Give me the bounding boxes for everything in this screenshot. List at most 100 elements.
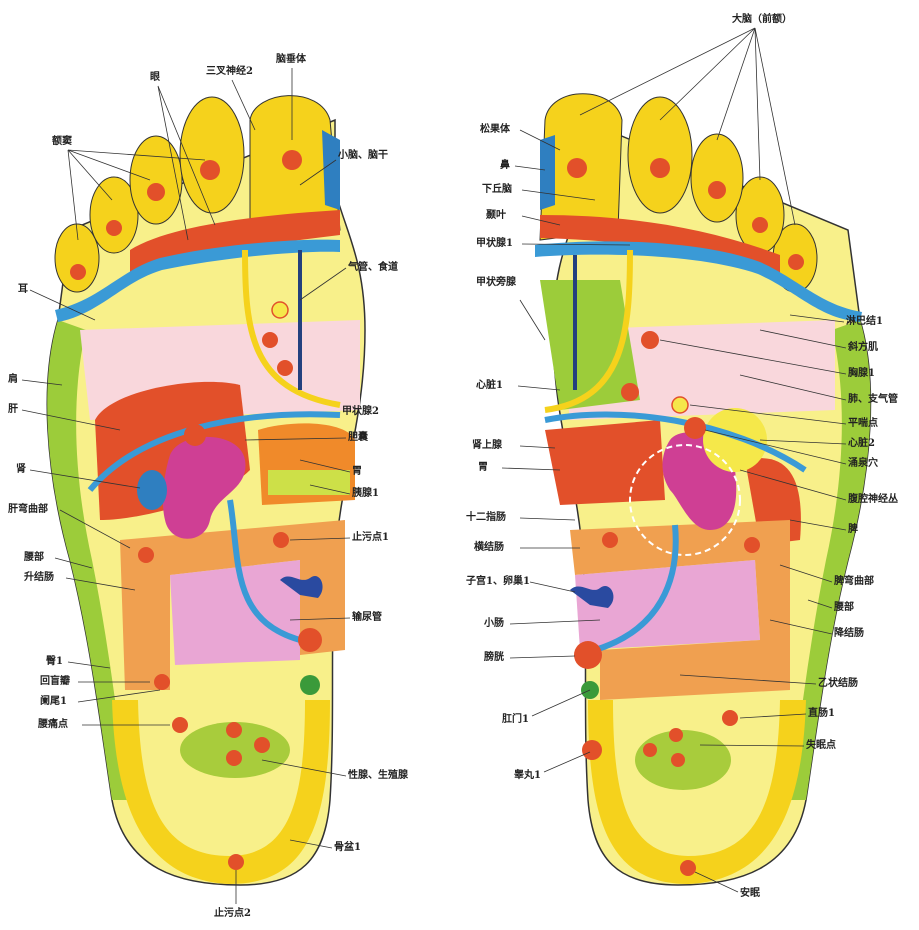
left-blue-band — [55, 239, 340, 322]
right-dot-16 — [671, 753, 685, 767]
label-pituitary: 脑垂体 — [276, 52, 307, 65]
right-solar-plexus — [703, 408, 767, 472]
label-thyroid1: 甲状腺1 — [476, 236, 513, 249]
right-dot-19 — [671, 396, 689, 414]
label-spleen: 脾 — [848, 522, 858, 535]
right-outer-edge — [790, 320, 871, 800]
left-dot-19 — [271, 301, 289, 319]
right-dot-15 — [669, 728, 683, 742]
label-stomach-r: 胃 — [478, 461, 488, 473]
label-ascending-colon: 升结肠 — [24, 570, 54, 583]
right-labels: 大脑（前额） 松果体 鼻 下丘脑 颞叶 甲状腺1 甲状旁腺 心脏1 肾上腺 胃 … — [466, 12, 898, 899]
right-dot-10 — [744, 537, 760, 553]
label-solar: 腹腔神经丛 — [848, 492, 898, 505]
label-hepatic-flexure: 肝弯曲部 — [8, 502, 48, 515]
label-pancreas: 胰腺1 — [352, 486, 379, 499]
left-outer-edge — [47, 320, 128, 800]
label-sleep: 安眠 — [740, 886, 760, 899]
left-toe-base — [130, 210, 340, 275]
left-pancreas — [268, 470, 350, 495]
right-big-toe-edge — [540, 135, 555, 210]
label-trapezius: 斜方肌 — [847, 340, 878, 353]
right-urinary-tube — [594, 524, 679, 653]
left-toe-3 — [129, 135, 183, 225]
label-pineal: 松果体 — [480, 122, 511, 135]
left-dot-11 — [226, 722, 242, 738]
right-blue-band — [535, 241, 862, 322]
label-descending-colon: 降结肠 — [834, 626, 864, 639]
label-heart2: 心脏2 — [848, 436, 875, 449]
right-dot-4 — [752, 217, 768, 233]
label-uterus: 子宫1、卵巢1 — [466, 574, 530, 587]
right-stomach — [545, 420, 665, 505]
left-dot-13 — [226, 750, 242, 766]
right-yongquan-ring — [629, 444, 741, 556]
label-shoulder: 肩 — [8, 372, 18, 385]
left-dot-6 — [184, 424, 206, 446]
label-heart: 心脏1 — [476, 378, 503, 391]
label-brain: 大脑（前额） — [732, 12, 792, 25]
label-ileocecal: 回盲瓣 — [40, 674, 70, 687]
label-splenic-flexure: 脾弯曲部 — [834, 574, 874, 587]
label-waist: 腰部 — [23, 550, 44, 563]
label-small-intestine: 止污点1 — [352, 530, 389, 543]
label-urinary-tube: 输尿管 — [352, 610, 382, 623]
label-adrenal: 肾上腺 — [472, 438, 503, 451]
right-dot-13 — [722, 710, 738, 726]
label-kidney: 肾 — [16, 462, 26, 475]
right-dot-17 — [680, 860, 696, 876]
label-anus: 肛门1 — [501, 712, 529, 725]
left-adrenal — [137, 470, 167, 510]
label-eye: 眼 — [150, 71, 160, 83]
label-liver: 肝 — [8, 403, 18, 415]
right-dot-2 — [650, 158, 670, 178]
right-small-intestine — [575, 560, 760, 650]
right-uterus — [570, 586, 614, 608]
left-dot-12 — [254, 737, 270, 753]
label-heel: 骨盆1 — [334, 840, 361, 853]
left-toe-2 — [179, 96, 245, 214]
label-trigeminal: 三叉神经2 — [206, 64, 253, 77]
right-dot-5 — [788, 254, 804, 270]
left-toe-4 — [89, 176, 139, 254]
label-stomach: 胃 — [352, 465, 362, 477]
label-ear: 耳 — [18, 283, 28, 295]
left-dot-3 — [147, 183, 165, 201]
right-dot-11 — [574, 641, 602, 669]
label-chest: 胸腺1 — [848, 366, 875, 379]
label-stop-point: 止污点2 — [214, 906, 251, 919]
right-toe-4 — [735, 176, 785, 254]
label-temple: 颞叶 — [485, 208, 506, 221]
label-cerebellum: 小脑、脑干 — [337, 148, 388, 161]
right-heart-area — [540, 280, 640, 410]
label-testis: 睾丸1 — [514, 768, 541, 781]
right-dot-6 — [641, 331, 659, 349]
label-lumbar: 腰痛点 — [37, 717, 68, 730]
left-big-toe-edge — [322, 130, 340, 210]
label-sigmoid: 乙状结肠 — [818, 676, 858, 689]
right-dot-7 — [621, 383, 639, 401]
left-kidney — [162, 436, 246, 539]
right-dot-8 — [684, 417, 706, 439]
label-duodenum: 十二指肠 — [466, 510, 506, 523]
label-thyroid: 甲状腺2 — [342, 404, 379, 417]
left-dot-10 — [172, 717, 188, 733]
left-dot-16 — [300, 675, 320, 695]
right-heel-band — [588, 700, 806, 884]
left-dot-18 — [277, 360, 293, 376]
right-colon — [570, 520, 790, 700]
left-small-intestine — [170, 560, 300, 665]
left-foot — [46, 95, 366, 886]
left-uterus — [280, 576, 323, 598]
label-gallbladder: 胆囊 — [348, 430, 369, 443]
right-toe-2 — [627, 96, 693, 214]
label-yongquan: 涌泉穴 — [848, 456, 878, 469]
left-dot-9 — [154, 674, 170, 690]
right-dot-9 — [602, 532, 618, 548]
label-rectum: 直肠1 — [808, 706, 835, 719]
left-dot-14 — [228, 854, 244, 870]
right-dot-1 — [567, 158, 587, 178]
label-waist-r: 腰部 — [833, 600, 854, 613]
label-parathyroid: 甲状旁腺 — [476, 275, 517, 288]
